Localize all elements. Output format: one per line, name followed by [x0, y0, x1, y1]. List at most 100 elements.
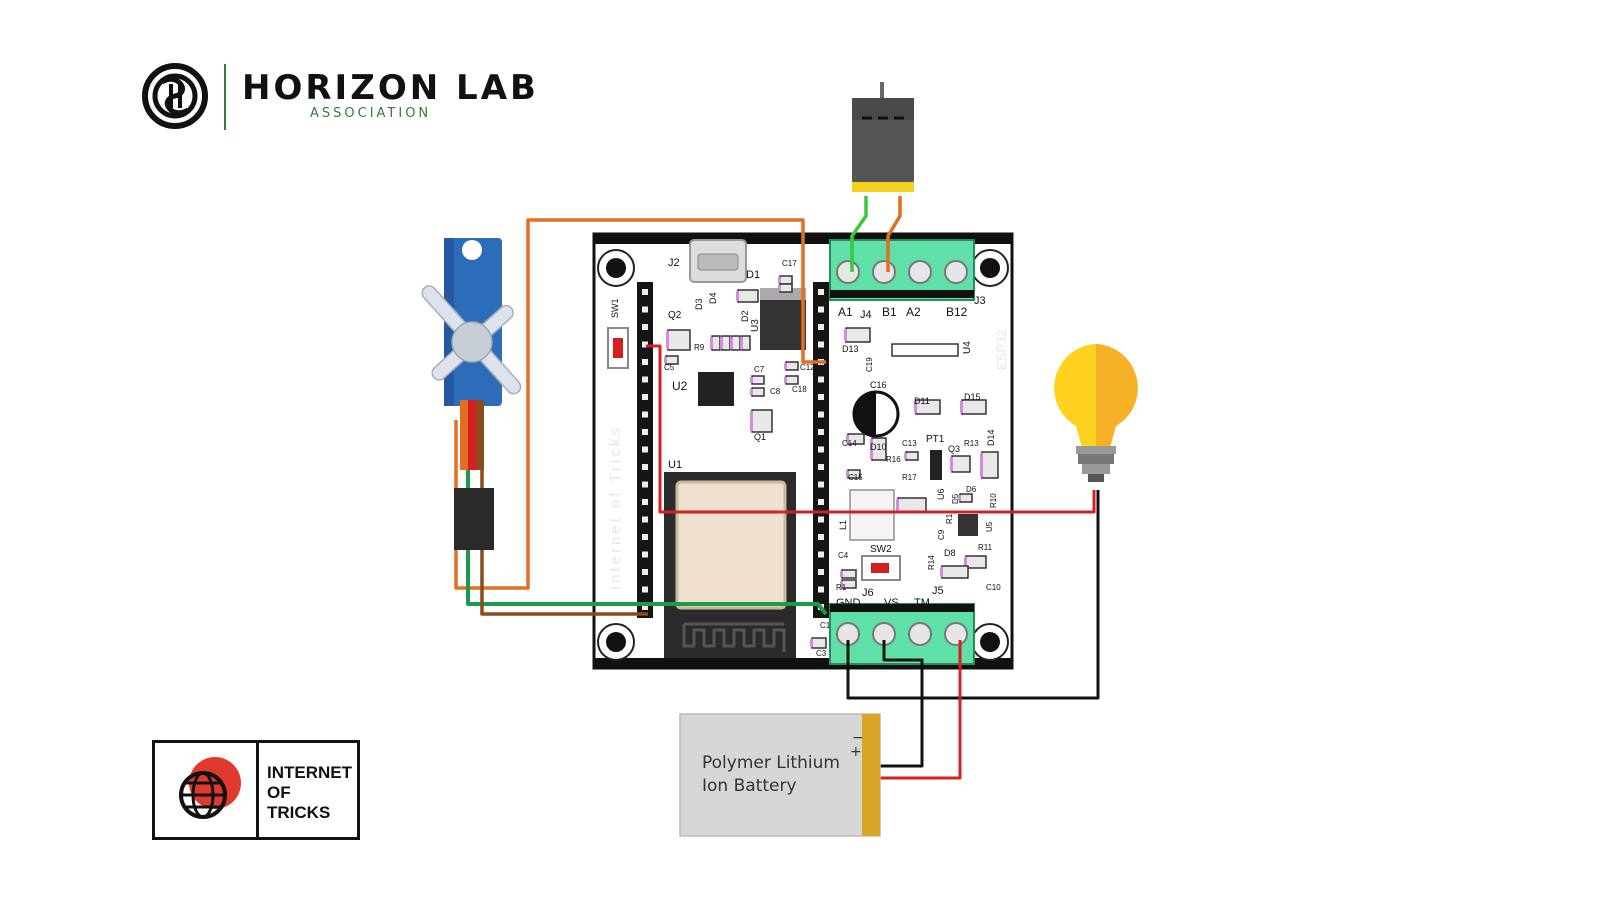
smd-pad — [750, 377, 753, 383]
header-pin — [642, 604, 648, 610]
silk-label: R14 — [927, 555, 936, 570]
smd-pad — [740, 337, 743, 349]
silk-label: R9 — [694, 343, 705, 352]
silk-label: D2 — [740, 310, 750, 322]
esp32-module — [664, 472, 796, 658]
horizon-lab-logo: HORIZON LAB ASSOCIATION — [142, 62, 536, 132]
smd-pad — [750, 411, 753, 431]
header-pin — [818, 534, 824, 540]
wire-black-bulb — [846, 490, 1100, 700]
smd-part — [737, 289, 759, 303]
silk-label: U3 — [750, 319, 761, 332]
header-pin — [818, 464, 824, 470]
silk-label: U2 — [672, 379, 688, 393]
header-pin — [642, 516, 648, 523]
smd-pad — [730, 337, 733, 349]
l1-inductor — [849, 489, 895, 541]
u5-chip — [958, 514, 978, 536]
header-pin — [818, 376, 824, 383]
silk-label: D5 — [951, 493, 960, 504]
silk-label: B1 — [882, 305, 897, 319]
smd-pad — [914, 401, 917, 413]
wire-red-bulb — [646, 344, 1096, 514]
header-pin — [642, 481, 648, 488]
smd-pad — [846, 435, 849, 443]
smd-part — [965, 555, 987, 569]
silk-label: C9 — [937, 529, 946, 540]
header-pin — [642, 289, 648, 295]
servo-motor — [421, 238, 522, 550]
header-pin — [818, 499, 824, 505]
smd-components — [664, 275, 999, 649]
smd-part — [741, 335, 751, 351]
smd-pad — [958, 495, 961, 501]
smd-part — [721, 335, 731, 351]
silk-label: R16 — [886, 455, 901, 464]
header-pin — [818, 446, 824, 453]
smd-part — [751, 375, 765, 385]
header-pin — [818, 586, 824, 593]
silk-label: SW2 — [870, 544, 892, 555]
lipo-battery: − + — [679, 713, 881, 837]
header-pin — [642, 359, 648, 365]
silk-label: D4 — [708, 292, 718, 304]
battery-label: Polymer Lithium Ion Battery — [702, 753, 840, 796]
mounting-hole — [971, 249, 1009, 287]
smd-pad — [940, 567, 943, 577]
header-pin — [642, 306, 648, 313]
silk-label: L1 — [838, 520, 848, 530]
silk-label: J6 — [862, 587, 874, 599]
smd-pad — [810, 639, 813, 647]
iot-logo-text: INTERNET OF TRICKS — [267, 763, 352, 822]
pt1-header — [930, 450, 942, 480]
smd-pad — [778, 285, 781, 291]
smd-part — [951, 455, 971, 473]
silk-label: U4 — [962, 341, 973, 354]
smd-pad — [840, 571, 843, 577]
battery-minus-label: − — [852, 730, 864, 746]
silk-label: GND — [836, 597, 861, 609]
silk-label: VS — [884, 597, 899, 609]
header-pin — [642, 464, 648, 470]
header-pin — [818, 569, 824, 575]
header-pin — [818, 289, 824, 295]
silk-label: B12 — [946, 305, 968, 319]
smd-pad — [750, 389, 753, 395]
header-pin — [818, 394, 824, 400]
silk-label: J3 — [974, 295, 986, 307]
smd-part — [905, 451, 919, 461]
wire-orange-motor — [886, 196, 902, 272]
silk-label: C12 — [800, 363, 815, 372]
header-pin — [818, 306, 824, 313]
silk-label: C13 — [902, 439, 917, 448]
brand-title: HORIZON LAB — [242, 68, 539, 108]
mounting-hole — [597, 249, 635, 287]
silk-label: Q3 — [948, 444, 960, 454]
silk-label: ESP32 — [994, 330, 1009, 370]
header-pin — [818, 324, 824, 330]
smd-pad — [840, 581, 843, 587]
silk-label: C3 — [816, 649, 827, 658]
wire-orange — [454, 218, 826, 590]
smd-part — [751, 387, 765, 397]
header-pin — [642, 499, 648, 505]
silk-label: A1 — [838, 305, 853, 319]
silk-label: U5 — [985, 521, 994, 532]
smd-pad — [980, 453, 983, 477]
smd-pad — [784, 377, 787, 383]
capacitor-c16 — [852, 390, 900, 438]
silk-label: D3 — [694, 298, 704, 310]
header-pin — [642, 569, 648, 575]
header-pin — [642, 341, 648, 348]
u2-chip — [698, 372, 734, 406]
smd-pad — [666, 331, 669, 349]
silk-label: C5 — [664, 363, 675, 372]
smd-pad — [736, 291, 739, 301]
silk-label: C1 — [820, 621, 831, 630]
header-pin — [818, 481, 824, 488]
smd-pad — [870, 439, 873, 459]
silk-label: R1 — [836, 583, 847, 592]
silk-label: R13 — [964, 439, 979, 448]
